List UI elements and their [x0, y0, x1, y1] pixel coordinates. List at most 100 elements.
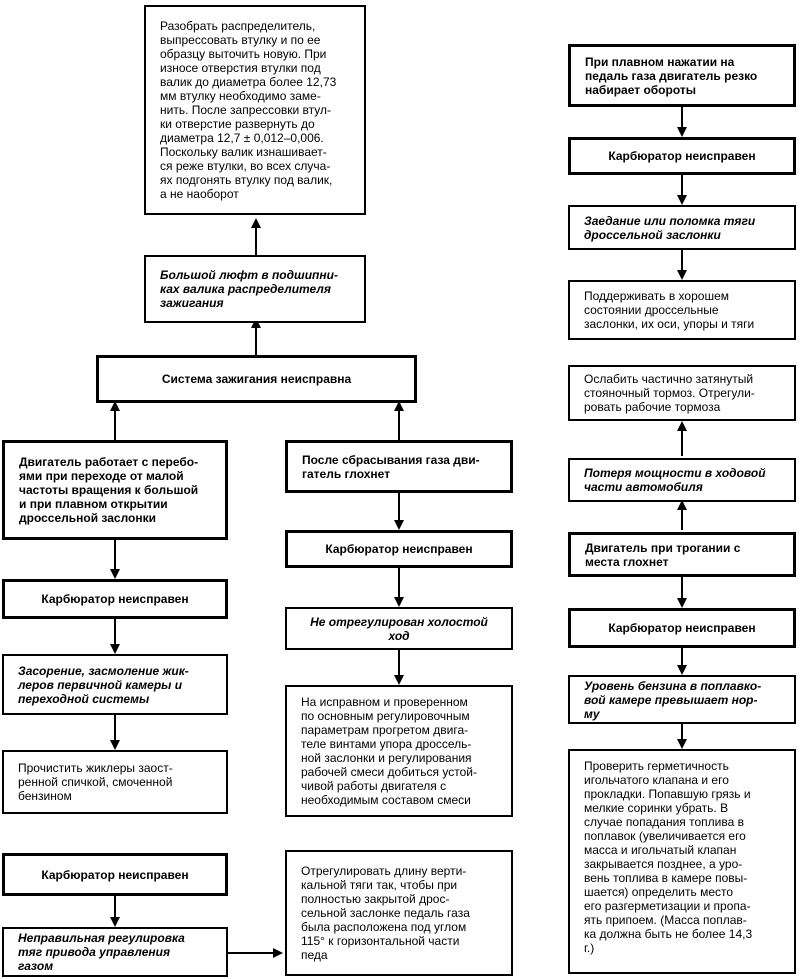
text-line: прокладки. Попавшую грязь и — [584, 787, 751, 801]
text-line: Неправильная регулировка — [18, 931, 185, 945]
text-line: случае попадания топлива в — [584, 815, 744, 829]
text-line: полностью закрытой дрос- — [301, 892, 450, 906]
rod-length-adjustment-box: Отрегулировать длину верти- кальной тяги… — [285, 850, 513, 976]
text-line: Карбюратор неисправен — [41, 867, 189, 882]
revs-jump-box: При плавном нажатии на педаль газа двига… — [568, 44, 796, 107]
text-line: Большой люфт в подшипни- — [160, 268, 338, 282]
text-line: места глохнет — [585, 554, 669, 569]
text-line: Карбюратор неисправен — [41, 592, 189, 606]
text-line: педа — [301, 948, 328, 962]
needle-valve-check-box: Проверить герметичность игольчатого клап… — [568, 749, 796, 974]
chassis-power-loss-box: Потеря мощности в ходовой части автомоби… — [568, 458, 796, 502]
text-line: дроссельной заслонки — [19, 511, 157, 525]
maintain-throttle-box: Поддерживать в хорошем состоянии дроссел… — [568, 280, 796, 340]
idle-adjustment-procedure-box: На исправном и проверенном по основным р… — [285, 685, 513, 817]
text-line: Прочистить жиклеры заост- — [18, 761, 173, 775]
text-line: тяг привода управления — [18, 945, 171, 959]
text-line: масса и игольчатый клапан — [584, 843, 737, 857]
text-line: Поскольку валик изнашивает- — [160, 145, 327, 159]
text-line: по основным регулировочным — [301, 709, 470, 723]
text-line: параметрам прогретом двига- — [301, 723, 469, 737]
text-line: Двигатель при трогании с — [585, 540, 741, 555]
text-line: чивой работы двигателя с — [301, 779, 447, 793]
text-line: кальной тяги так, чтобы при — [301, 878, 458, 892]
text-line: вой камере превышает нор- — [584, 692, 758, 707]
carburetor-faulty-box-2: Карбюратор неисправен — [2, 853, 228, 896]
text-line: шается) определить место — [584, 885, 734, 899]
parking-brake-box: Ослабить частично затянутый стояночный т… — [568, 365, 796, 421]
text-line: После сбрасывания газа дви- — [302, 452, 480, 467]
text-line: переходной системы — [18, 691, 150, 706]
text-line: газом — [18, 959, 54, 973]
text-line: Потеря мощности в ходовой — [584, 466, 766, 480]
text-line: бензином — [18, 789, 72, 803]
text-line: Проверить герметичность — [584, 759, 729, 773]
text-line: ренной спичкой, смоченной — [18, 775, 173, 789]
float-fuel-level-box: Уровень бензина в поплавко- вой камере п… — [568, 675, 796, 724]
text-line: мм втулку необходимо заме- — [160, 89, 321, 103]
text-line: Карбюратор неисправен — [325, 542, 473, 556]
text-line: Ослабить частично затянутый — [584, 372, 754, 386]
text-line: ся реже втулки, во всех случа- — [160, 159, 331, 173]
carburetor-faulty-box-5: Карбюратор неисправен — [568, 608, 796, 648]
text-line: дроссельной заслонки — [584, 227, 721, 242]
text-line: му — [584, 706, 600, 721]
text-line: ход — [388, 628, 410, 643]
text-line: диаметра 12,7 ± 0,012–0,006. — [160, 131, 324, 145]
text-line: Заедание или поломка тяги — [584, 213, 756, 228]
text-line: теле винтами упора дроссель- — [301, 737, 472, 751]
text-line: образцу выточить новую. При — [160, 47, 327, 61]
idle-not-adjusted-box: Не отрегулирован холостой ход — [285, 607, 513, 650]
text-line: выпрессовать втулку и по ее — [160, 33, 321, 47]
carburetor-faulty-box-3: Карбюратор неисправен — [285, 530, 513, 568]
text-line: частоты вращения к большой — [19, 483, 199, 497]
text-line: ках валика распределителя — [160, 282, 331, 296]
throttle-rod-jam-box: Заедание или поломка тяги дроссельной за… — [568, 205, 796, 250]
text-line: мелкие соринки убрать. В — [584, 801, 729, 815]
distributor-bushing-repair-box: Разобрать распределитель, выпрессовать в… — [144, 5, 366, 215]
bearing-play-box: Большой люфт в подшипни- ках валика расп… — [144, 255, 366, 323]
ignition-faulty-box: Система зажигания неисправна — [96, 355, 417, 403]
text-line: ях подгонять втулку под валик, — [160, 173, 333, 187]
misfire-box: Двигатель работает с перебо- ями при пер… — [2, 440, 228, 540]
text-line: поплавок (увеличивается его — [584, 829, 746, 843]
text-line: Поддерживать в хорошем — [584, 289, 729, 303]
jet-clogging-box: Засорение, засмоление жик- леров первичн… — [2, 654, 228, 715]
text-line: нить. После запрессовки втул- — [160, 103, 332, 117]
text-line: На исправном и проверенном — [301, 695, 468, 709]
text-line: зажигания — [160, 296, 224, 310]
text-line: ки отверстие развернуть до — [160, 117, 315, 131]
text-line: его разгерметизации и пропа- — [584, 899, 751, 913]
stall-after-release-box: После сбрасывания газа дви- гатель глохн… — [285, 440, 513, 493]
text-line: необходимым составом смеси — [301, 793, 471, 807]
text-line: Отрегулировать длину верти- — [301, 864, 467, 878]
text-line: Уровень бензина в поплавко- — [584, 678, 762, 693]
text-line: состоянии дроссельные — [584, 303, 719, 317]
text-line: стояночный тормоз. Отрегули- — [584, 386, 755, 400]
stall-on-start-box: Двигатель при трогании с места глохнет — [568, 532, 796, 577]
text-line: набирает обороты — [585, 82, 696, 97]
text-line: Разобрать распределитель, — [160, 19, 316, 33]
text-line: рабочей смеси добиться устой- — [301, 765, 477, 779]
text-line: вень топлива в камере повы- — [584, 871, 748, 885]
text-line: игольчатого клапана и его — [584, 773, 729, 787]
text-line: сельной заслонке педаль газа — [301, 906, 470, 920]
text-line: ями при переходе от малой — [19, 469, 184, 483]
text-line: педаль газа двигатель резко — [585, 68, 758, 83]
text-line: Засорение, засмоление жик- — [18, 663, 189, 678]
text-line: износе отверстия втулки под — [160, 61, 321, 75]
text-line: заслонки, их оси, упоры и тяги — [584, 317, 755, 331]
text-line: Не отрегулирован холостой — [310, 614, 488, 629]
text-line: При плавном нажатии на — [585, 54, 735, 69]
clean-jets-box: Прочистить жиклеры заост- ренной спичкой… — [2, 750, 228, 814]
text-line: части автомобиля — [584, 480, 703, 494]
text-line: ной заслонки и регулирования — [301, 751, 472, 765]
text-line: 115° к горизонтальной части — [301, 934, 460, 948]
linkage-adjustment-box: Неправильная регулировка тяг привода упр… — [2, 927, 228, 977]
text-line: гатель глохнет — [302, 466, 391, 481]
text-line: ровать рабочие тормоза — [584, 400, 721, 414]
text-line: Карбюратор неисправен — [608, 621, 756, 635]
carburetor-faulty-box-4: Карбюратор неисправен — [568, 137, 796, 175]
text-line: ка должна быть не более 14,3 — [584, 927, 753, 941]
